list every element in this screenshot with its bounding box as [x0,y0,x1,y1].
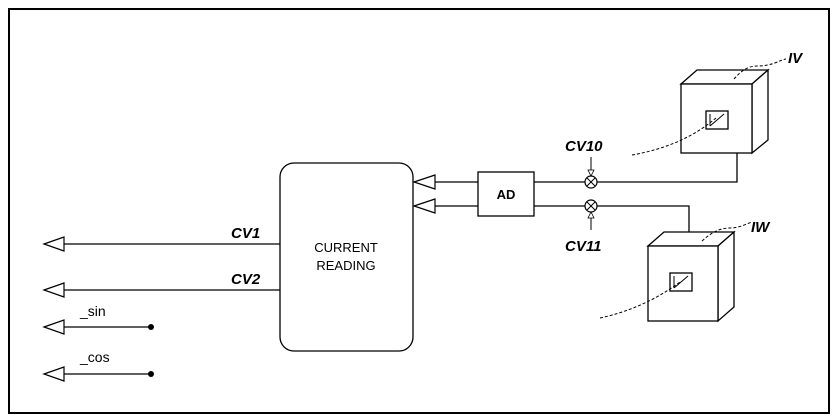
cos-arrow-icon [42,366,65,382]
block-label-line1: CURRENT [314,240,378,255]
output-sin: _sin [42,303,154,335]
ad-converter: AD [477,171,535,217]
ad-to-block-links [412,174,478,214]
cv1-arrow-icon [42,236,65,252]
cv2-arrow-icon [42,282,65,298]
sensor-iv: IV [631,50,804,156]
sensor-iw: IW [599,219,771,323]
sin-terminal-icon [148,324,154,330]
block-label-line2: READING [316,258,375,273]
input-arrow-upper-icon [412,174,436,190]
cv11-label: CV11 [565,238,601,255]
cos-label: _cos [79,349,110,365]
cv2-label: CV2 [231,271,261,288]
iw-label: IW [751,219,771,236]
iv-label: IV [788,50,804,67]
output-cv1: CV1 [42,225,280,252]
input-arrow-lower-icon [412,198,436,214]
sin-label: _sin [79,303,106,319]
output-cos: _cos [42,349,154,382]
output-cv2: CV2 [42,271,280,298]
cos-terminal-icon [148,371,154,377]
cv1-label: CV1 [231,225,260,242]
ad-label: AD [497,187,516,202]
current-reading-block: CURRENT READING [279,162,414,352]
cv10-label: CV10 [565,138,603,155]
sin-arrow-icon [42,319,65,335]
